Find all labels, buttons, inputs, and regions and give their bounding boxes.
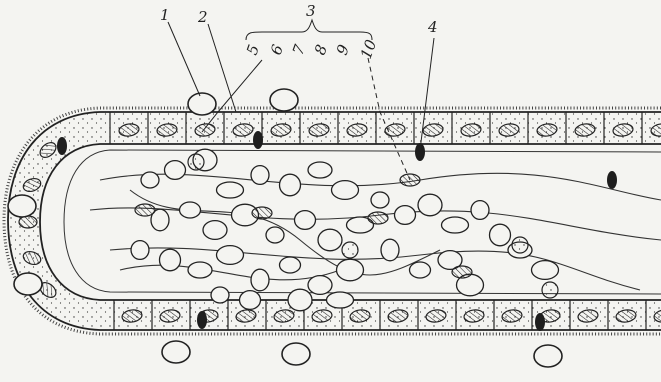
goblet-cell	[270, 89, 298, 111]
granular-cell	[342, 242, 358, 258]
core-cell	[308, 276, 332, 295]
core-cell	[217, 246, 244, 265]
core-cell	[418, 194, 442, 216]
label-10: 10	[357, 37, 381, 62]
fiber	[120, 265, 340, 280]
core-cell	[188, 262, 212, 278]
core-cell	[203, 221, 227, 240]
core-cell	[165, 161, 186, 180]
core-cell	[141, 172, 159, 188]
core-cell	[410, 262, 431, 278]
core-cell	[251, 166, 269, 185]
core-nucleus	[135, 204, 155, 216]
label-7: 7	[289, 42, 309, 58]
label-8: 8	[311, 42, 331, 57]
dark-cell	[535, 313, 545, 331]
core-cell	[337, 259, 364, 281]
label-1: 1	[160, 6, 170, 24]
label-5: 5	[243, 42, 263, 57]
brace-3	[246, 20, 372, 40]
core-cell	[280, 174, 301, 196]
granular-cell	[542, 282, 558, 298]
core-cell	[280, 257, 301, 273]
core-cell	[332, 181, 359, 200]
nucleus	[19, 216, 37, 228]
core-cell	[308, 162, 332, 178]
goblet-cell	[282, 343, 310, 365]
label-6: 6	[267, 42, 287, 58]
leader-line-1	[168, 22, 200, 96]
label-3: 3	[306, 2, 316, 20]
core-cell	[211, 287, 229, 303]
core-cell	[371, 192, 389, 208]
goblet-cell	[14, 273, 42, 295]
core-cell	[240, 291, 261, 310]
label-9: 9	[333, 42, 353, 58]
core-nucleus	[452, 266, 472, 278]
dark-cell	[415, 143, 425, 161]
core-cell	[381, 239, 399, 261]
core-cell	[327, 292, 354, 308]
core-cell	[288, 289, 312, 311]
granular-cell	[188, 154, 204, 170]
core-nucleus	[368, 212, 388, 224]
core-nucleus	[252, 207, 272, 219]
goblet-cell	[188, 93, 216, 115]
core-cell	[490, 224, 511, 246]
dark-cell	[253, 131, 263, 149]
core-cell	[318, 229, 342, 251]
goblet-cell	[162, 341, 190, 363]
dark-cell	[607, 171, 617, 189]
dark-cell	[57, 137, 67, 155]
core-cell	[160, 249, 181, 271]
core-cell	[251, 269, 269, 291]
core-cell	[131, 241, 149, 260]
connective-fibers	[90, 173, 661, 290]
core-cell	[217, 182, 244, 198]
core-cell	[295, 211, 316, 230]
core-cell	[395, 206, 416, 225]
core-cell	[471, 201, 489, 220]
goblet-cell	[534, 345, 562, 367]
core-cell	[442, 217, 469, 233]
goblet-cell	[8, 195, 36, 217]
dark-cell	[197, 311, 207, 329]
core-cell	[180, 202, 201, 218]
core-cell	[266, 227, 284, 243]
core-cell	[532, 261, 559, 280]
label-2: 2	[197, 8, 208, 26]
granular-cell	[512, 237, 528, 253]
label-4: 4	[427, 18, 438, 36]
